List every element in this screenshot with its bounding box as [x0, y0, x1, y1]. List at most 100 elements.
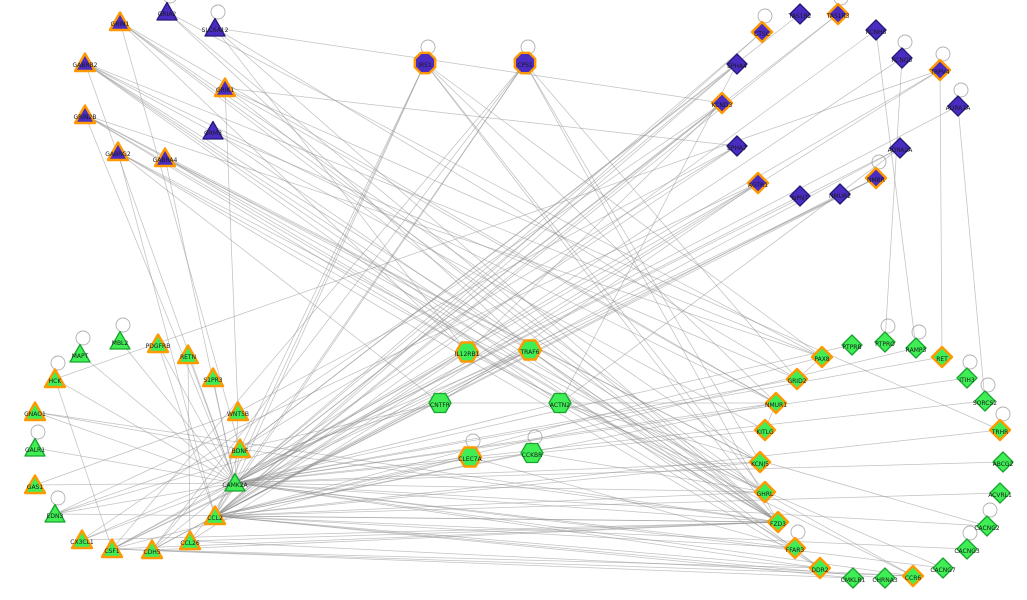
node-MAPT[interactable]: MAPT — [69, 343, 91, 363]
node-PTPRB[interactable]: PTPRB — [841, 334, 863, 356]
edge — [214, 515, 796, 549]
edge — [234, 482, 779, 523]
edge — [234, 182, 759, 484]
edge — [54, 378, 113, 550]
triangle-node-shape — [213, 77, 237, 98]
node-CSF1[interactable]: CSF1 — [100, 538, 124, 559]
diamond-node-shape — [901, 564, 925, 588]
node-GRID2[interactable]: GRID2 — [785, 367, 809, 391]
node-EDN3[interactable]: EDN3 — [44, 503, 66, 523]
edge — [239, 13, 801, 450]
hexagon-node-shape — [454, 341, 480, 363]
node-TRHR[interactable]: TRHR — [988, 418, 1012, 442]
node-CACNG7[interactable]: CACNG7 — [930, 557, 956, 579]
node-KCNQ5[interactable]: KCNQ5 — [891, 47, 913, 69]
node-GRIN1[interactable]: GRIN1 — [108, 11, 132, 32]
node-TRAF6[interactable]: TRAF6 — [517, 339, 543, 361]
node-RETN[interactable]: RETN — [176, 344, 200, 365]
node-EPHA7[interactable]: EPHA7 — [726, 135, 748, 157]
node-CTSC[interactable]: CTSC — [750, 20, 774, 44]
triangle-node-shape — [156, 1, 178, 21]
edge — [224, 87, 777, 404]
node-CACNG2[interactable]: CACNG2 — [974, 515, 1000, 537]
node-CCL26[interactable]: CCL26 — [178, 530, 202, 551]
node-CMKLR1[interactable]: CMKLR1 — [841, 567, 866, 589]
node-CPS1[interactable]: CPS1 — [513, 51, 537, 75]
node-KITLG[interactable]: KITLG — [753, 418, 777, 442]
node-GNAO1[interactable]: GNAO1 — [23, 401, 47, 422]
edge — [84, 114, 779, 523]
diamond-node-shape — [930, 345, 954, 369]
edge — [224, 87, 1001, 431]
diamond-node-shape — [829, 183, 851, 205]
edge — [81, 482, 236, 541]
edge — [234, 377, 968, 484]
node-RET[interactable]: RET — [930, 345, 954, 369]
diamond-node-shape — [956, 367, 978, 389]
node-CCR6[interactable]: CCR6 — [901, 564, 925, 588]
edge — [214, 62, 426, 517]
edge — [214, 515, 968, 550]
self-loop-edge — [50, 355, 66, 371]
node-MBL2[interactable]: MBL2 — [109, 330, 131, 350]
diamond-node-shape — [783, 536, 807, 560]
edge — [34, 447, 236, 484]
node-ITIH3[interactable]: ITIH3 — [956, 367, 978, 389]
node-HCK[interactable]: HCK — [43, 368, 67, 389]
self-loop-edge — [962, 525, 978, 541]
node-GALR1[interactable]: GALR1 — [24, 437, 46, 457]
diamond-node-shape — [891, 47, 913, 69]
edge — [234, 62, 426, 484]
self-loop-edge — [210, 4, 226, 20]
node-FZD3[interactable]: FZD3 — [766, 510, 790, 534]
diamond-node-shape — [947, 95, 969, 117]
node-SORCS2[interactable]: SORCS2 — [973, 390, 997, 412]
diamond-node-shape — [841, 334, 863, 356]
edge — [119, 21, 241, 450]
node-CNTFR[interactable]: CNTFR — [428, 392, 452, 414]
node-GAS1[interactable]: GAS1 — [23, 474, 47, 495]
self-loop-edge — [115, 317, 131, 333]
edge — [164, 157, 914, 577]
node-ACVRL1[interactable]: ACVRL1 — [988, 482, 1012, 504]
node-WNT5B[interactable]: WNT5B — [226, 401, 250, 422]
node-ADRA1A[interactable]: ADRA1A — [946, 95, 972, 117]
edge — [237, 145, 738, 413]
self-loop-edge — [962, 354, 978, 370]
edge — [234, 482, 914, 577]
edge — [54, 482, 236, 515]
node-GRIN2B[interactable]: GRIN2B — [73, 104, 97, 125]
node-KCNH8[interactable]: KCNH8 — [865, 19, 887, 41]
edge — [84, 62, 777, 404]
node-TRPV4[interactable]: TRPV4 — [928, 58, 952, 82]
node-IL12RB1[interactable]: IL12RB1 — [454, 341, 480, 363]
node-GABRG2[interactable]: GABRG2 — [105, 141, 131, 162]
edge — [234, 400, 986, 484]
node-ABCG2[interactable]: ABCG2 — [992, 451, 1014, 473]
edge — [234, 356, 943, 484]
node-GRIA2[interactable]: GRIA2 — [156, 1, 178, 21]
self-loop-layer — [30, 0, 1011, 541]
node-RAMP3[interactable]: RAMP3 — [905, 337, 927, 359]
node-PDGFRB[interactable]: PDGFRB — [146, 333, 171, 354]
node-GABRB2[interactable]: GABRB2 — [73, 52, 98, 73]
diamond-node-shape — [932, 557, 954, 579]
node-CACNG3[interactable]: CACNG3 — [954, 538, 980, 560]
node-PTPRO[interactable]: PTPRO — [874, 331, 896, 353]
edge — [34, 411, 239, 486]
self-loop-edge — [953, 82, 969, 98]
node-IRS1[interactable]: IRS1 — [413, 51, 437, 75]
node-DDR2[interactable]: DDR2 — [808, 556, 832, 580]
hexagon-node-shape — [428, 392, 452, 414]
node-NPNT[interactable]: NPNT — [789, 185, 811, 207]
node-CDH5[interactable]: CDH5 — [140, 539, 164, 560]
node-CCKBR[interactable]: CCKBR — [520, 442, 544, 464]
node-ACTN2[interactable]: ACTN2 — [548, 392, 572, 414]
node-CX3CL1[interactable]: CX3CL1 — [70, 529, 94, 550]
triangle-node-shape — [23, 474, 47, 495]
edge — [151, 482, 236, 551]
edge — [84, 62, 236, 484]
node-GRM3[interactable]: GRM3 — [202, 120, 224, 140]
node-BDNF[interactable]: BDNF — [228, 438, 252, 459]
node-AGTR1[interactable]: AGTR1 — [746, 171, 770, 195]
